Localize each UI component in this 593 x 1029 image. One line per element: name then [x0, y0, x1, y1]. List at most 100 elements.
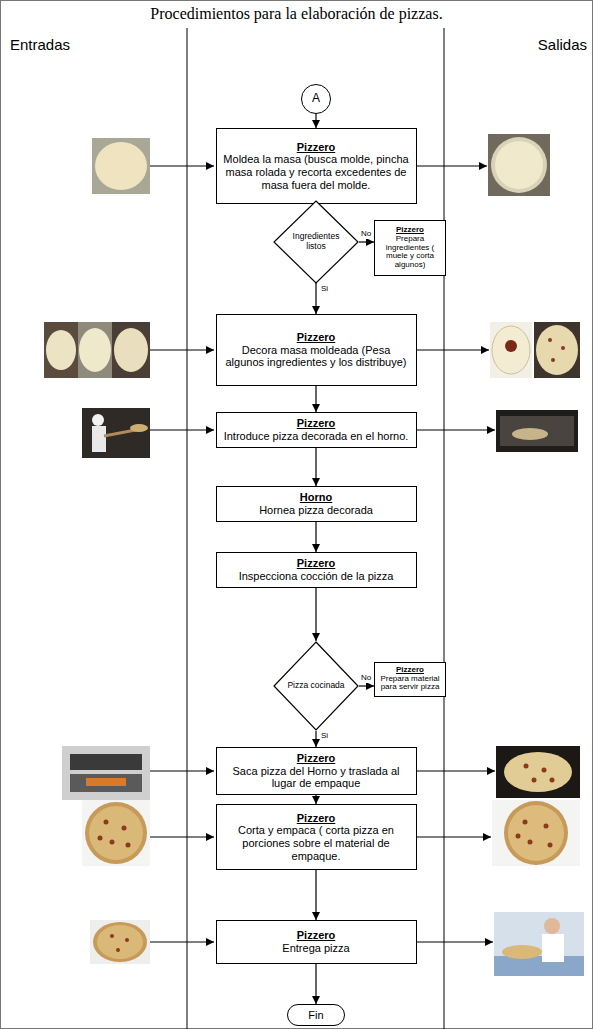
node-text: A [312, 92, 320, 105]
input-photo [44, 138, 150, 964]
node-text: Ingredientes listos [287, 232, 345, 251]
input-photo [92, 138, 150, 194]
input-photo [92, 426, 106, 452]
branch-label: Si [320, 285, 329, 294]
node-text: Prepara material para servir pizza [377, 675, 443, 693]
role-heading: Pizzero [297, 929, 336, 942]
role-heading: Pizzero [297, 752, 336, 765]
output-photo [512, 428, 548, 440]
output-photo [490, 322, 532, 378]
node-text: Introduce pizza decorada en el horno. [224, 430, 409, 443]
input-photo [70, 754, 142, 770]
input-photo [86, 778, 126, 786]
input-photo [97, 925, 143, 959]
role-heading: Pizzero [297, 812, 336, 825]
flow-connector [315, 114, 316, 128]
flow-arrow [150, 166, 495, 942]
node-text: Inspecciona cocción de la pizza [239, 570, 394, 583]
input-photo [85, 802, 147, 864]
flow-arrow [417, 770, 495, 771]
flow-arrow [150, 349, 214, 350]
flow-arrow [417, 836, 491, 837]
flow-arrow [150, 836, 214, 837]
input-photo [78, 322, 112, 378]
input-photo [110, 840, 115, 845]
node-text: Hornea pizza decorada [259, 504, 373, 517]
node-text: Fin [308, 1009, 323, 1021]
input-photo [114, 328, 148, 372]
output-photo [548, 338, 552, 342]
node-text: Saca pizza del Horno y traslada al lugar… [222, 765, 411, 790]
flow-connector [315, 795, 316, 804]
input-photo [89, 806, 143, 860]
flow-arrow [150, 941, 214, 942]
connector-circle: A [301, 84, 331, 114]
output-photo [494, 956, 584, 976]
flow-connector [315, 284, 316, 314]
flow-arrow [417, 941, 493, 942]
input-photo [93, 922, 147, 962]
branch-label: No [360, 674, 372, 683]
flow-connector [315, 448, 316, 486]
lane-heading: Salidas [538, 36, 587, 53]
lane-divider [444, 28, 445, 1029]
input-photo [126, 843, 131, 848]
diagram-title: Procedimientos para la elaboración de pi… [0, 5, 593, 23]
output-photo [502, 945, 542, 959]
node-text: Decora masa moldeada (Pesa algunos ingre… [222, 344, 411, 369]
input-photo [62, 746, 150, 800]
input-photo [92, 414, 104, 426]
input-photo [82, 800, 150, 866]
flow-arrow [150, 165, 214, 166]
lane-divider [187, 28, 188, 1029]
process-box: PizzeroEntrega pizza [216, 920, 417, 964]
output-photo [523, 820, 528, 825]
flow-connector [315, 870, 316, 920]
branch-label: No [360, 230, 372, 239]
process-box: PizzeroSaca pizza del Horno y traslada a… [216, 747, 417, 795]
role-heading: Pizzero [396, 666, 424, 675]
node-text: Corta y empaca ( corta pizza en porcione… [222, 824, 411, 862]
input-photo [104, 820, 109, 825]
flow-arrow [150, 429, 214, 430]
input-photo [130, 424, 148, 432]
flow-arrow [150, 770, 214, 771]
input-photo [95, 142, 147, 190]
output-photo [542, 934, 564, 962]
output-photo [492, 326, 530, 374]
output-photo [550, 778, 555, 783]
output-photo [505, 340, 517, 352]
flow-connector [315, 588, 316, 641]
role-heading: Pizzero [297, 331, 336, 344]
input-photo [90, 920, 150, 964]
process-box: PizzeroIntroduce pizza decorada en el ho… [216, 412, 417, 448]
output-photo [504, 801, 568, 865]
input-photo [46, 330, 76, 370]
output-photo [492, 800, 580, 866]
output-photo [516, 834, 521, 839]
flow-connector [315, 386, 316, 412]
input-photo [98, 836, 103, 841]
input-photo [125, 938, 129, 942]
output-photo [494, 912, 584, 976]
output-photo [532, 778, 537, 783]
output-photo [544, 918, 560, 934]
output-photo [504, 752, 572, 792]
output-photo [491, 137, 547, 193]
terminator: Fin [287, 1004, 345, 1026]
output-photo [528, 840, 533, 845]
flow-arrow [417, 429, 495, 430]
role-heading: Horno [300, 491, 332, 504]
input-photo [112, 322, 150, 378]
output-photo [548, 843, 553, 848]
input-photo [122, 826, 127, 831]
output-photo [536, 325, 578, 375]
node-text: Moldea la masa (busca molde, pincha masa… [222, 153, 411, 191]
output-photo [551, 358, 555, 362]
output-photo [488, 134, 550, 196]
output-photo [544, 824, 549, 829]
branch-label: Si [320, 732, 329, 741]
output-photo [508, 805, 564, 861]
